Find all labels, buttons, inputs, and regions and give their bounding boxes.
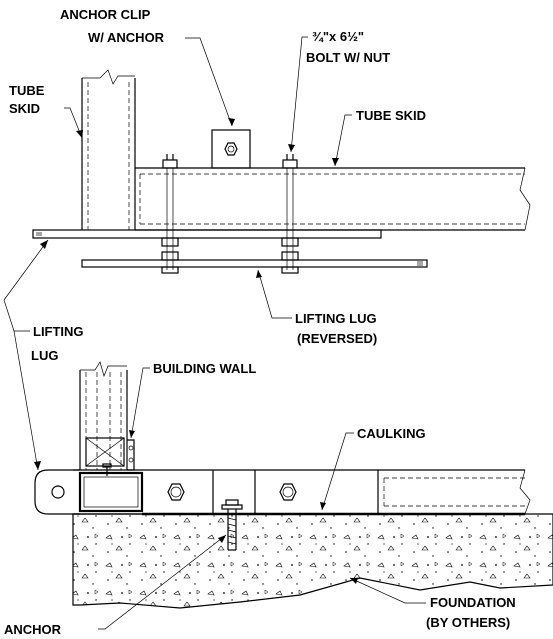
label-lifting-lug-reversed-line1: LIFTING LUG <box>295 311 377 326</box>
anchor-clip <box>211 129 251 169</box>
label-tube-skid-right: TUBE SKID <box>356 108 426 123</box>
horizontal-tube-skid <box>135 167 531 231</box>
label-lifting-lug-line2: LUG <box>31 348 58 363</box>
label-anchor-clip-line1: ANCHOR CLIP <box>60 7 151 22</box>
upper-lifting-lug-plate <box>32 229 382 239</box>
leader-lines <box>3 36 426 630</box>
label-anchor: ANCHOR <box>4 622 62 637</box>
anchor-bolt <box>221 499 243 551</box>
label-tube-skid-left-line1: TUBE <box>9 83 45 98</box>
label-foundation-line1: FOUNDATION <box>430 595 516 610</box>
bolt-left <box>161 154 179 274</box>
bolt-right <box>281 154 299 274</box>
base-tube-skid <box>73 463 531 515</box>
foundation-concrete <box>72 513 553 609</box>
label-bolt-nut: BOLT W/ NUT <box>306 50 390 65</box>
vertical-tube-skid <box>81 69 136 230</box>
label-caulking: CAULKING <box>357 426 426 441</box>
base-lifting-lug <box>34 469 80 515</box>
label-tube-skid-left-line2: SKID <box>9 101 40 116</box>
callout-labels: ANCHOR CLIP W/ ANCHOR ¾"x 6½" BOLT W/ NU… <box>4 7 516 637</box>
label-lifting-lug-reversed-line2: (REVERSED) <box>297 331 377 346</box>
building-wall <box>79 361 135 471</box>
label-bolt-size: ¾"x 6½" <box>312 29 364 44</box>
label-lifting-lug-line1: LIFTING <box>33 324 84 339</box>
upper-detail <box>32 69 531 274</box>
label-anchor-clip-line2: W/ ANCHOR <box>88 30 165 45</box>
label-foundation-line2: (BY OTHERS) <box>426 615 510 630</box>
label-building-wall: BUILDING WALL <box>153 361 256 376</box>
reversed-lifting-lug-plate <box>81 259 428 268</box>
lower-detail <box>34 361 553 609</box>
